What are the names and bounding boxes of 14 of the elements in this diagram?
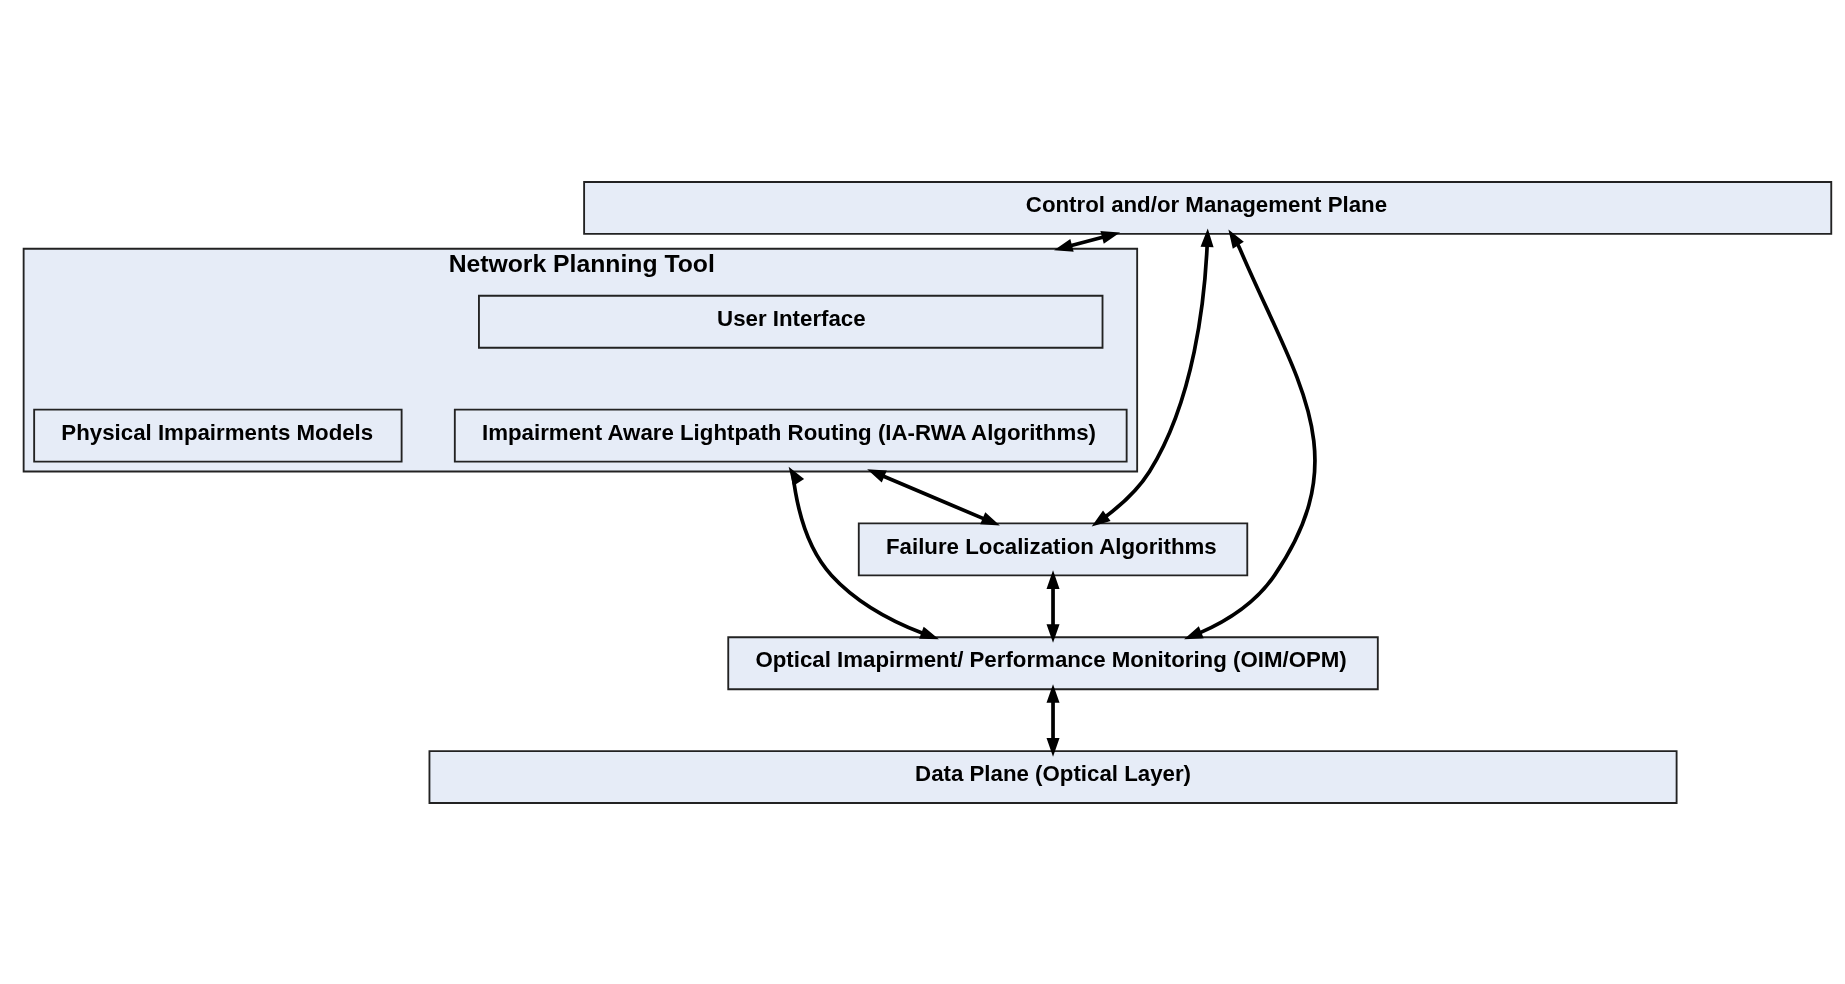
arrow: [1046, 683, 1060, 757]
node-box: Optical Imapirment/ Performance Monitoring (OIM/OPM): [727, 635, 1379, 690]
node-box: User Interface: [478, 294, 1104, 349]
node-box: Failure Localization Algorithms: [857, 522, 1249, 576]
arrow: [1046, 569, 1060, 643]
node-box: Data Plane (Optical Layer): [428, 749, 1678, 804]
node-box: Impairment Aware Lightpath Routing (IA-RWA Algorithms): [453, 408, 1128, 462]
arrow: [788, 466, 939, 639]
arrow: [1184, 228, 1317, 639]
arrow: [1091, 227, 1214, 527]
node-box: Control and/or Management Plane: [583, 180, 1833, 235]
arrow: [1054, 230, 1121, 252]
node-box: Physical Impairments Models: [33, 408, 403, 462]
arrow: [867, 468, 1000, 526]
